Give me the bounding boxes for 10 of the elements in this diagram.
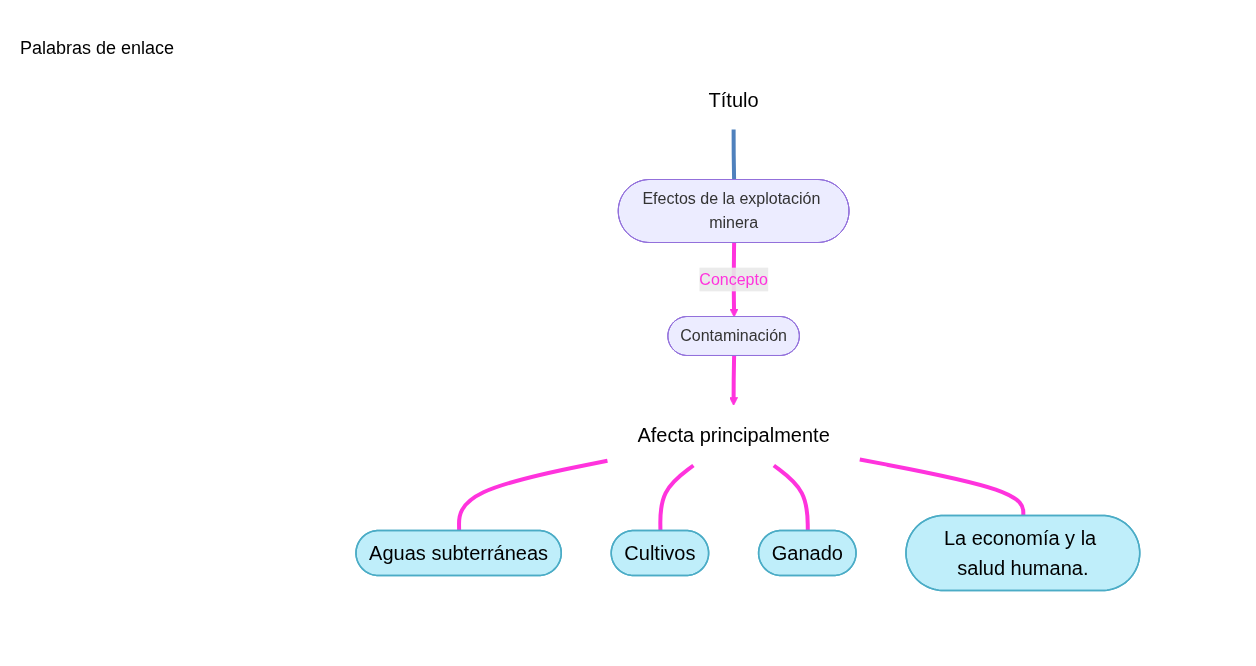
node-text: Título [708, 88, 759, 111]
node-text: Afecta principalmente [637, 424, 830, 447]
connector [731, 129, 737, 181]
connector [772, 463, 810, 532]
connector [859, 457, 1026, 517]
connector [658, 463, 695, 532]
edge-label: Concepto [699, 270, 769, 288]
connector [457, 458, 608, 532]
note-text: Palabras de enlace [20, 38, 176, 59]
arrow [729, 355, 739, 406]
